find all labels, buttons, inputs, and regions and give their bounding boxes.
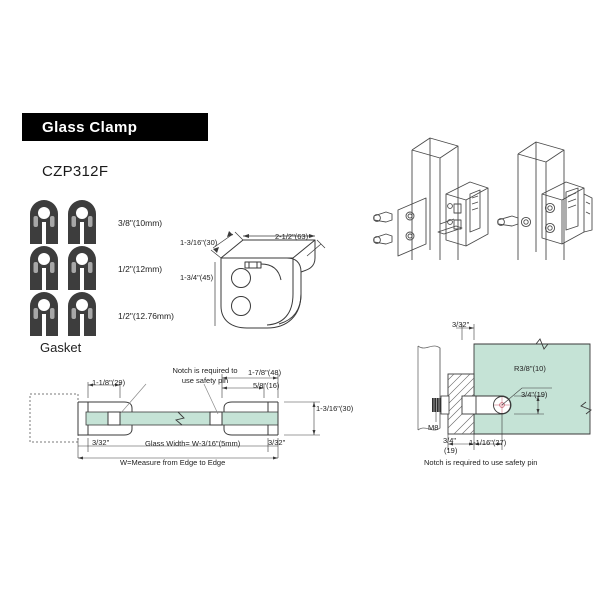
notch-dim-plate-thickness-1: 3/4" <box>443 436 457 445</box>
title-banner: Glass Clamp <box>22 113 208 141</box>
notch-dim-bolt: M8 <box>428 423 439 432</box>
notch-dim-plate-thickness-2: (19) <box>444 446 458 455</box>
plan-dim-notch-right: 5/8"(16) <box>253 381 280 390</box>
plan-glass-width-note: Glass Width= W-3/16"(5mm) <box>145 439 241 448</box>
notch-dim-notch-height: 3/4"(19) <box>521 390 548 399</box>
gasket-caption: Gasket <box>40 340 82 355</box>
side-view-dim-width: 2-1/2"(63) <box>275 232 309 241</box>
notch-detail-caption: Notch is required to use safety pin <box>424 458 538 467</box>
side-view-dim-height: 1-3/4"(45) <box>180 273 214 282</box>
notch-dim-top-gap: 3/32" <box>452 320 470 329</box>
gasket-size-label-2: 1/2"(12.76mm) <box>118 311 174 321</box>
plan-dim-overall-right: 1-7/8"(48) <box>248 368 282 377</box>
plan-notch-note-line1: Notch is required to <box>172 366 238 375</box>
notch-dim-radius: R3/8"(10) <box>514 364 546 373</box>
page-title: Glass Clamp <box>42 118 138 136</box>
plan-dim-gap-right: 3/32" <box>268 438 286 447</box>
plan-dim-height-right: 1-3/16"(30) <box>316 404 354 413</box>
plan-notch-note-line2: use safety pin <box>181 375 229 385</box>
gasket-size-label-1: 1/2"(12mm) <box>118 264 163 274</box>
clamp-isometric-view <box>175 228 335 340</box>
gasket-size-label-0: 3/8"(10mm) <box>118 218 163 228</box>
model-code: CZP312F <box>42 163 109 180</box>
side-view-dim-depth: 1-3/16"(30) <box>180 238 218 247</box>
exploded-assembly-view <box>370 132 600 260</box>
plan-overall-note: W=Measure from Edge to Edge <box>120 458 226 467</box>
plan-dim-left-offset: 1-1/8"(29) <box>92 378 126 387</box>
notch-detail-view <box>410 318 600 453</box>
plan-dim-gap-left: 3/32" <box>92 438 110 447</box>
notch-dim-notch-depth: 1-1/16"(27) <box>469 438 507 447</box>
plan-section-view <box>28 372 338 468</box>
plan-notch-note: Notch is required to use safety pin <box>150 366 260 386</box>
